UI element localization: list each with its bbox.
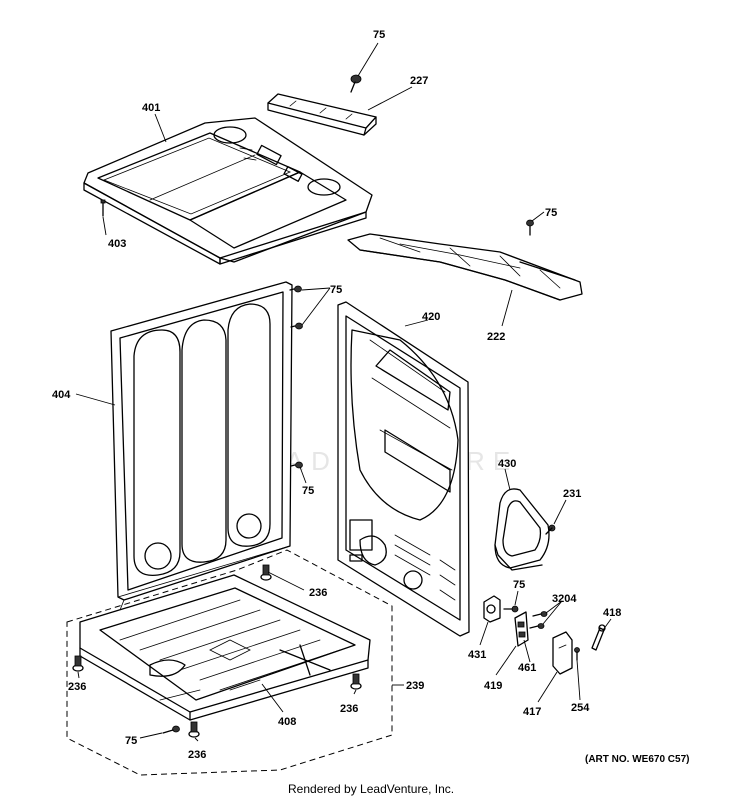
callout-222: 222 bbox=[487, 331, 505, 343]
bracket-227 bbox=[267, 93, 377, 136]
screws-75-side bbox=[289, 285, 303, 469]
callout-75-base: 75 bbox=[125, 735, 137, 747]
top-panel-401 bbox=[83, 117, 373, 265]
leveling-foot-236-a bbox=[260, 564, 272, 581]
callout-431: 431 bbox=[468, 649, 486, 661]
callout-75-side-lower: 75 bbox=[302, 485, 314, 497]
screw-75-top bbox=[350, 74, 362, 93]
screw-75-base bbox=[162, 725, 180, 734]
callout-430: 430 bbox=[498, 458, 516, 470]
callout-75-rail: 75 bbox=[545, 207, 557, 219]
footer-credit: Rendered by LeadVenture, Inc. bbox=[288, 782, 454, 796]
callout-75-terminal: 75 bbox=[513, 579, 525, 591]
callout-401: 401 bbox=[142, 102, 160, 114]
callout-75-top: 75 bbox=[373, 29, 385, 41]
screw-75-terminal bbox=[503, 605, 519, 613]
base-assembly-239 bbox=[66, 549, 393, 776]
callout-417: 417 bbox=[523, 706, 541, 718]
leveling-foot-236-d bbox=[188, 721, 200, 738]
screw-403 bbox=[100, 199, 106, 217]
callout-420: 420 bbox=[422, 311, 440, 323]
callout-239: 239 bbox=[406, 680, 424, 692]
screws-3204 bbox=[529, 611, 548, 629]
cabinet-panel-420 bbox=[337, 301, 470, 637]
screw-231 bbox=[545, 524, 556, 535]
screw-75-rail bbox=[526, 219, 534, 236]
base-408 bbox=[79, 574, 371, 721]
callout-403: 403 bbox=[108, 238, 126, 250]
callout-236-c: 236 bbox=[340, 703, 358, 715]
side-panel-404 bbox=[110, 281, 293, 611]
callout-461: 461 bbox=[518, 662, 536, 674]
callout-227: 227 bbox=[410, 75, 428, 87]
callout-231: 231 bbox=[563, 488, 581, 500]
callout-3204: 3204 bbox=[552, 593, 577, 605]
bracket-419 bbox=[514, 611, 529, 647]
terminal-block-431 bbox=[483, 595, 501, 623]
fuse-418 bbox=[591, 624, 606, 651]
leader-lines bbox=[75, 42, 612, 742]
duct-430 bbox=[494, 488, 550, 571]
leveling-foot-236-b bbox=[72, 655, 84, 672]
callout-236-a: 236 bbox=[309, 587, 327, 599]
cover-417 bbox=[552, 631, 573, 675]
callout-236-d: 236 bbox=[188, 749, 206, 761]
screw-254 bbox=[574, 647, 580, 661]
callout-408: 408 bbox=[278, 716, 296, 728]
callout-75-side: 75 bbox=[330, 284, 342, 296]
callout-418: 418 bbox=[603, 607, 621, 619]
callout-419: 419 bbox=[484, 680, 502, 692]
callout-404: 404 bbox=[52, 389, 71, 401]
callout-236-b: 236 bbox=[68, 681, 86, 693]
art-number: (ART NO. WE670 C57) bbox=[585, 754, 689, 765]
rail-222 bbox=[347, 233, 583, 301]
callout-254: 254 bbox=[571, 702, 590, 714]
leveling-foot-236-c bbox=[350, 673, 362, 690]
